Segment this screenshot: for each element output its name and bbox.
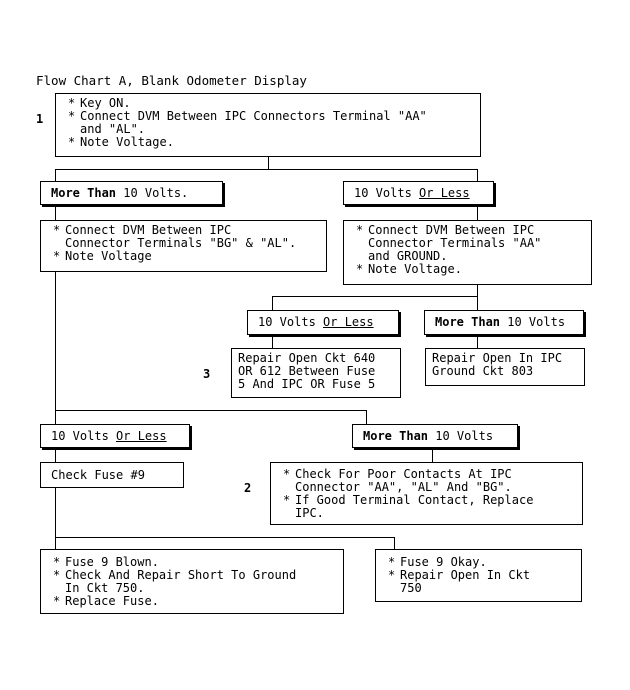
header-10-volts-or-less: 10 Volts Or Less: [343, 181, 494, 205]
instruction-item: Key ON.: [64, 97, 472, 111]
instruction-item: Check For Poor Contacts At IPC Connector…: [279, 468, 574, 494]
connector-line: [366, 410, 367, 424]
instruction-item: If Good Terminal Contact, Replace IPC.: [279, 494, 574, 520]
connector-line: [55, 272, 56, 424]
instruction-item: Note Voltage.: [64, 136, 472, 150]
header-more-than-10-volts: More Than 10 Volts: [424, 310, 584, 335]
repair-ckt-803-box: Repair Open In IPC Ground Ckt 803: [425, 348, 585, 386]
chart-title: Flow Chart A, Blank Odometer Display: [36, 73, 307, 88]
box-text: Check Fuse #9: [51, 467, 145, 482]
connector-line: [394, 537, 395, 549]
connector-line: [55, 537, 395, 538]
fuse-blown-box: Fuse 9 Blown. Check And Repair Short To …: [40, 549, 344, 614]
connector-line: [268, 157, 269, 169]
instruction-item: Fuse 9 Blown.: [49, 556, 335, 570]
header-underlined-text: Or Less: [116, 428, 167, 443]
repair-ckt-640-box: Repair Open Ckt 640 OR 612 Between Fuse …: [231, 348, 401, 398]
fuse-okay-box: Fuse 9 Okay. Repair Open In Ckt 750: [375, 549, 582, 602]
header-bold-text: More Than: [51, 185, 117, 200]
instruction-item: Fuse 9 Okay.: [384, 556, 573, 570]
header-underlined-text: Or Less: [323, 315, 374, 329]
step-number: 1: [36, 112, 44, 126]
connector-line: [432, 448, 433, 462]
connector-line: [55, 169, 56, 181]
connector-line: [55, 537, 56, 549]
connector-line: [477, 296, 478, 310]
check-contacts-box: Check For Poor Contacts At IPC Connector…: [270, 462, 583, 525]
step-number: 3: [203, 367, 211, 381]
instruction-item: Check And Repair Short To Ground In Ckt …: [49, 569, 335, 595]
header-10-volts-or-less: 10 Volts Or Less: [247, 310, 399, 335]
header-more-than-10-volts: More Than 10 Volts: [352, 424, 518, 448]
header-bold-text: More Than: [363, 428, 429, 443]
step-number: 2: [244, 481, 252, 495]
connector-line: [272, 296, 273, 310]
connector-line: [55, 488, 56, 538]
instruction-item: Connect DVM Between IPC Connector Termin…: [352, 224, 583, 263]
header-text: 10 Volts: [51, 428, 117, 443]
connector-line: [272, 335, 273, 348]
header-text: 10 Volts: [428, 428, 494, 443]
start-box: Key ON. Connect DVM Between IPC Connecto…: [55, 93, 481, 157]
header-more-than-10-volts: More Than 10 Volts.: [40, 181, 223, 205]
check-fuse-9-box: Check Fuse #9: [40, 462, 184, 488]
instruction-item: Connect DVM Between IPC Connector Termin…: [49, 224, 318, 250]
header-underlined-text: Or Less: [419, 185, 470, 200]
header-bold-text: More Than: [435, 315, 501, 329]
connector-line: [477, 205, 478, 220]
instruction-item: Replace Fuse.: [49, 595, 335, 609]
connector-line: [55, 205, 56, 220]
connector-line: [55, 448, 56, 462]
instruction-item: Repair Open In Ckt 750: [384, 569, 573, 595]
connector-line: [477, 335, 478, 348]
header-text: 10 Volts: [354, 185, 420, 200]
header-text: 10 Volts: [258, 315, 324, 329]
header-10-volts-or-less: 10 Volts Or Less: [40, 424, 190, 448]
header-text: 10 Volts.: [116, 185, 189, 200]
instruction-item: Note Voltage.: [352, 263, 583, 277]
connector-line: [477, 285, 478, 296]
header-text: 10 Volts: [500, 315, 566, 329]
check-aa-ground-box: Connect DVM Between IPC Connector Termin…: [343, 220, 592, 285]
instruction-item: Note Voltage: [49, 250, 318, 264]
connector-line: [55, 169, 478, 170]
connector-line: [477, 169, 478, 181]
connector-line: [55, 410, 366, 411]
check-bg-al-box: Connect DVM Between IPC Connector Termin…: [40, 220, 327, 272]
instruction-item: Connect DVM Between IPC Connectors Termi…: [64, 110, 472, 136]
connector-line: [272, 296, 478, 297]
